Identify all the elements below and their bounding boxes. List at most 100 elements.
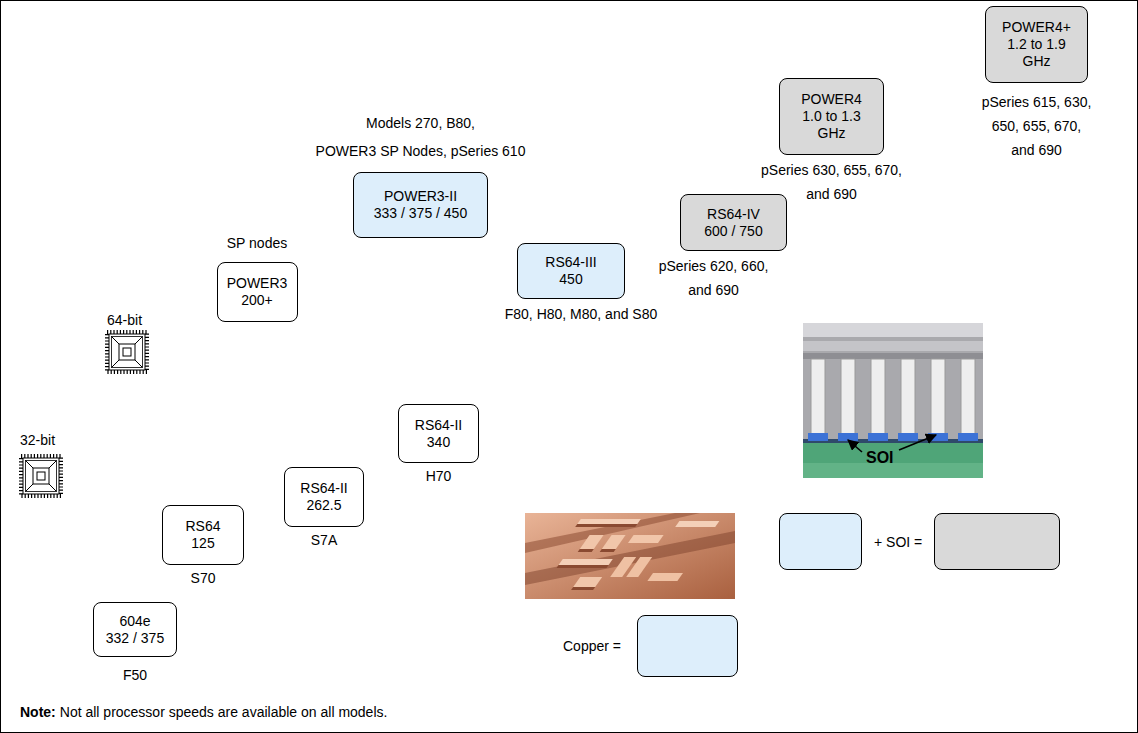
- model-caption: F50: [123, 663, 147, 687]
- box-body: RS64-II262.5: [285, 468, 363, 526]
- model-label: pSeries 630, 655, 670, and 690: [761, 158, 903, 206]
- copper-photo: [573, 577, 602, 587]
- processor-box: RS64-IV600 / 750pSeries 620, 660, and 69…: [680, 194, 787, 251]
- copper-photo: [580, 535, 604, 549]
- box-text: 604e: [119, 613, 150, 630]
- model-label: S70: [191, 566, 216, 590]
- box-text: POWER3: [227, 275, 288, 292]
- box-text: 125: [191, 535, 214, 552]
- box-text: RS64: [185, 518, 220, 535]
- box-text: 200+: [241, 292, 273, 309]
- box-text: RS64-II: [300, 480, 347, 497]
- copper-sample-box: [779, 513, 862, 570]
- box-text: 340: [427, 434, 450, 451]
- box-text: POWER4: [801, 91, 862, 108]
- box-text: RS64-IV: [707, 206, 760, 223]
- bit-width-label: 32-bit: [20, 431, 55, 449]
- processor-box: 604e332 / 375F50: [93, 602, 177, 657]
- model-caption: F80, H80, M80, and S80: [505, 302, 658, 326]
- box-text: RS64-III: [545, 254, 596, 271]
- model-caption: pSeries 620, 660, and 690: [658, 254, 769, 302]
- copper-photo: [675, 521, 719, 527]
- copper-photo: [577, 519, 641, 524]
- soi-photo: [803, 341, 983, 351]
- chip-icon: [21, 456, 61, 496]
- box-body: POWER3-II333 / 375 / 450: [354, 173, 487, 237]
- box-body: RS64-II340: [399, 405, 478, 462]
- processor-box: RS64125S70: [162, 505, 244, 565]
- box-text: 450: [559, 271, 582, 288]
- legend-swatch: [637, 615, 738, 677]
- photo-label: SOI: [866, 449, 894, 467]
- box-text: 333 / 375 / 450: [374, 205, 467, 222]
- copper-photo: [575, 524, 637, 527]
- processor-box: POWER4+1.2 to 1.9 GHzpSeries 615, 630, 6…: [985, 6, 1088, 83]
- box-body: POWER41.0 to 1.3 GHz: [780, 79, 883, 154]
- processor-box: POWER41.0 to 1.3 GHzpSeries 630, 655, 67…: [779, 78, 884, 155]
- soi-photo: [803, 443, 983, 478]
- box-body: RS64-III450: [518, 244, 624, 298]
- soi-photo: [811, 359, 825, 435]
- copper-photo: [602, 535, 626, 549]
- soi-photo: [961, 359, 975, 435]
- box-text: 332 / 375: [106, 630, 164, 647]
- model-label: SP nodes: [227, 231, 287, 255]
- model-label: pSeries 620, 660, and 690: [658, 254, 769, 302]
- model-label: POWER3 SP Nodes, pSeries 610: [316, 137, 526, 165]
- legend-text: + SOI =: [874, 534, 922, 550]
- legend-row: Copper =: [563, 615, 738, 677]
- box-body: RS64125: [163, 506, 243, 564]
- soi-photo: [841, 359, 855, 435]
- model-label: F50: [123, 663, 147, 687]
- copper-photo: [626, 557, 652, 577]
- processor-box: RS64-II340H70: [398, 404, 479, 463]
- model-label: pSeries 615, 630, 650, 655, 670, and 690: [981, 90, 1092, 162]
- box-text: 600 / 750: [704, 223, 762, 240]
- soi-photo: [958, 433, 978, 441]
- model-caption: Models 270, B80,POWER3 SP Nodes, pSeries…: [316, 109, 526, 165]
- footnote: Note:: [20, 703, 56, 721]
- copper-photo: [578, 549, 594, 552]
- soi-photo: [898, 433, 918, 441]
- box-text: 1.0 to 1.3 GHz: [802, 108, 862, 142]
- model-caption: pSeries 630, 655, 670, and 690: [761, 158, 903, 206]
- box-body: RS64-IV600 / 750: [681, 195, 786, 250]
- soi-photo: [868, 433, 888, 441]
- copper-photo: [525, 513, 735, 599]
- copper-photo: [559, 559, 613, 565]
- soi-photo: [838, 433, 858, 441]
- box-body: POWER4+1.2 to 1.9 GHz: [986, 7, 1087, 82]
- soi-photo: [803, 323, 983, 337]
- soi-photo: [808, 433, 828, 441]
- soi-photo: [803, 323, 983, 478]
- copper-photo: [556, 565, 608, 568]
- box-text: POWER3-II: [384, 188, 457, 205]
- footnote: Not all processor speeds are available o…: [60, 703, 388, 721]
- box-text: 262.5: [306, 497, 341, 514]
- processor-box: RS64-III450F80, H80, M80, and S80: [517, 243, 625, 299]
- model-caption: S70: [191, 566, 216, 590]
- soi-photo: [803, 439, 983, 443]
- copper-photo: [628, 535, 664, 543]
- processor-box: POWER3200+SP nodes: [217, 262, 298, 322]
- soi-photo: [871, 359, 885, 435]
- bit-width-label: 64-bit: [107, 311, 142, 329]
- leader-arrow: [848, 440, 862, 452]
- soi-photo: [901, 359, 915, 435]
- model-caption: SP nodes: [227, 231, 287, 255]
- soi-photo: [803, 323, 983, 478]
- model-caption: S7A: [311, 528, 337, 552]
- legend-swatch: [934, 513, 1060, 570]
- copper-photo: [600, 549, 616, 552]
- model-caption: H70: [426, 464, 452, 488]
- processor-box: RS64-II262.5S7A: [284, 467, 364, 527]
- copper-photo: [525, 513, 735, 599]
- box-text: 1.2 to 1.9 GHz: [1007, 36, 1067, 70]
- box-body: POWER3200+: [218, 263, 297, 321]
- soi-photo: [803, 353, 983, 359]
- leader-arrow: [899, 435, 936, 450]
- model-caption: pSeries 615, 630, 650, 655, 670, and 690: [981, 90, 1092, 162]
- model-label: F80, H80, M80, and S80: [505, 302, 658, 326]
- legend-text: Copper =: [563, 638, 621, 654]
